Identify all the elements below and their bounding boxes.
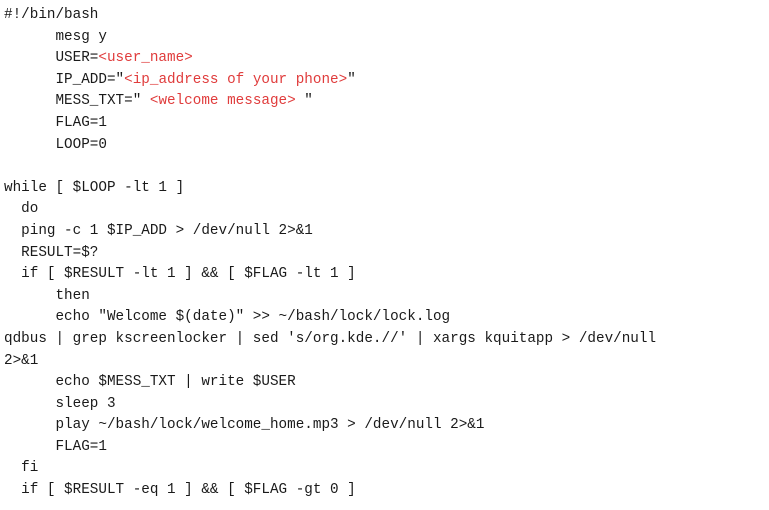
code-text: if [ $RESULT -eq 1 ] && [ $FLAG -gt 0 ]	[4, 482, 356, 499]
placeholder-token: <welcome message>	[149, 93, 296, 110]
code-text: qdbus | grep kscreenlocker | sed 's/org.…	[4, 330, 657, 347]
code-text: echo "Welcome $(date)" >> ~/bash/lock/lo…	[4, 309, 451, 326]
bash-script-code-block: #!/bin/bash mesg y USER=<user_name> IP_A…	[4, 5, 656, 502]
code-line: play ~/bash/lock/welcome_home.mp3 > /dev…	[4, 415, 656, 437]
code-text: play ~/bash/lock/welcome_home.mp3 > /dev…	[4, 417, 485, 434]
code-text: RESULT=$?	[4, 244, 99, 261]
code-line: ping -c 1 $IP_ADD > /dev/null 2>&1	[4, 221, 656, 243]
code-line: fi	[4, 458, 656, 480]
code-text: do	[4, 201, 39, 218]
code-line: 2>&1	[4, 351, 656, 373]
code-line: FLAG=1	[4, 437, 656, 459]
code-text: 2>&1	[4, 352, 39, 369]
code-text: IP_ADD="	[4, 71, 125, 88]
code-text: while [ $LOOP -lt 1 ]	[4, 179, 185, 196]
code-text: then	[4, 287, 90, 304]
code-text: FLAG=1	[4, 114, 107, 131]
code-line: USER=<user_name>	[4, 48, 656, 70]
code-line: MESS_TXT=" <welcome message> "	[4, 91, 656, 113]
code-line: qdbus | grep kscreenlocker | sed 's/org.…	[4, 329, 656, 351]
code-line: #!/bin/bash	[4, 5, 656, 27]
code-line: do	[4, 199, 656, 221]
code-text: FLAG=1	[4, 438, 107, 455]
code-text: sleep 3	[4, 395, 116, 412]
code-line: IP_ADD="<ip_address of your phone>"	[4, 70, 656, 92]
code-line: echo "Welcome $(date)" >> ~/bash/lock/lo…	[4, 307, 656, 329]
code-line	[4, 156, 656, 178]
code-line: sleep 3	[4, 394, 656, 416]
code-line: then	[4, 286, 656, 308]
code-text: USER=	[4, 50, 99, 67]
code-line: RESULT=$?	[4, 243, 656, 265]
code-text: MESS_TXT="	[4, 93, 150, 110]
code-text: mesg y	[4, 28, 107, 45]
code-text: if [ $RESULT -lt 1 ] && [ $FLAG -lt 1 ]	[4, 266, 356, 283]
code-line: LOOP=0	[4, 135, 656, 157]
placeholder-token: <user_name>	[98, 50, 193, 67]
placeholder-token: <ip_address of your phone>	[124, 71, 348, 88]
code-line: echo $MESS_TXT | write $USER	[4, 372, 656, 394]
code-text: echo $MESS_TXT | write $USER	[4, 374, 296, 391]
code-line: FLAG=1	[4, 113, 656, 135]
code-text: LOOP=0	[4, 136, 107, 153]
code-text: fi	[4, 460, 39, 477]
code-text: ping -c 1 $IP_ADD > /dev/null 2>&1	[4, 222, 313, 239]
code-text: #!/bin/bash	[4, 7, 99, 23]
code-line: while [ $LOOP -lt 1 ]	[4, 178, 656, 200]
code-text: "	[347, 71, 356, 88]
code-line: if [ $RESULT -eq 1 ] && [ $FLAG -gt 0 ]	[4, 480, 656, 502]
code-line: if [ $RESULT -lt 1 ] && [ $FLAG -lt 1 ]	[4, 264, 656, 286]
code-line: mesg y	[4, 27, 656, 49]
code-text: "	[295, 93, 313, 110]
